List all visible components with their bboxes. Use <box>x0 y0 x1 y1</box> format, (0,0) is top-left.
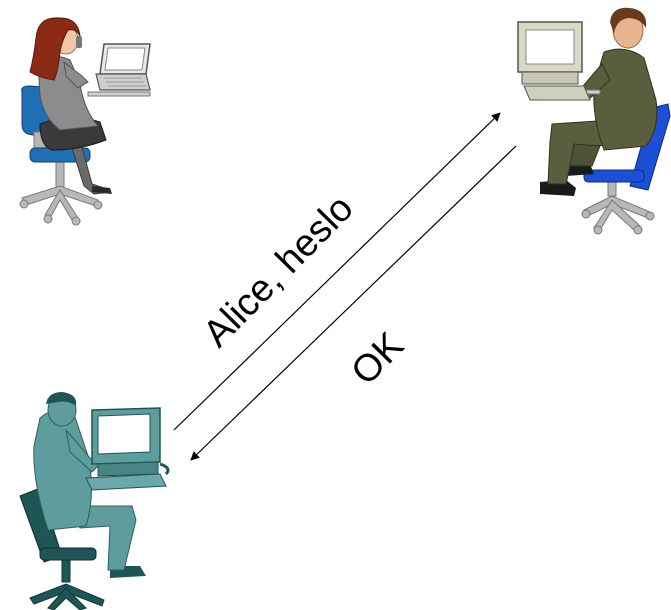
response-label: OK <box>343 325 411 394</box>
response-arrow <box>190 145 517 461</box>
desktop-computer-icon <box>517 21 591 101</box>
laptop-icon <box>95 43 151 91</box>
man-computer-icon <box>517 7 671 235</box>
man-terminal-icon <box>19 392 170 610</box>
terminal-computer-icon <box>85 407 170 491</box>
woman-laptop-icon <box>19 17 151 226</box>
request-arrow <box>173 112 501 431</box>
